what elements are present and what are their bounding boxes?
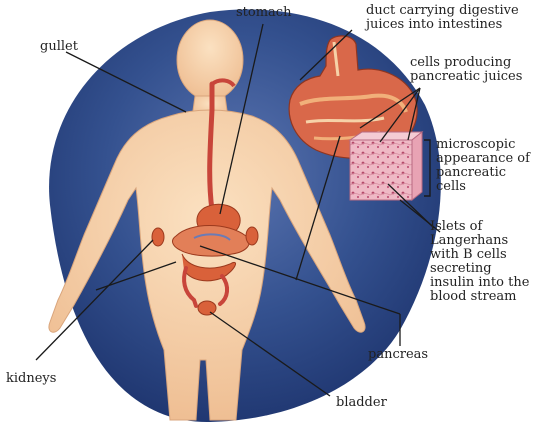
label-islets: Islets of Langerhans with B cells secret… <box>430 220 529 304</box>
pancreatic-cells-block <box>350 132 422 200</box>
label-duct: duct carrying digestive juices into inte… <box>366 4 519 32</box>
label-pancreas: pancreas <box>368 348 428 362</box>
label-stomach: stomach <box>236 6 291 20</box>
label-cells-producing: cells producing pancreatic juices <box>410 56 522 84</box>
label-bladder: bladder <box>336 396 387 410</box>
label-gullet: gullet <box>40 40 78 54</box>
label-kidneys: kidneys <box>6 372 56 386</box>
label-microscopic: microscopic appearance of pancreatic cel… <box>436 138 530 194</box>
